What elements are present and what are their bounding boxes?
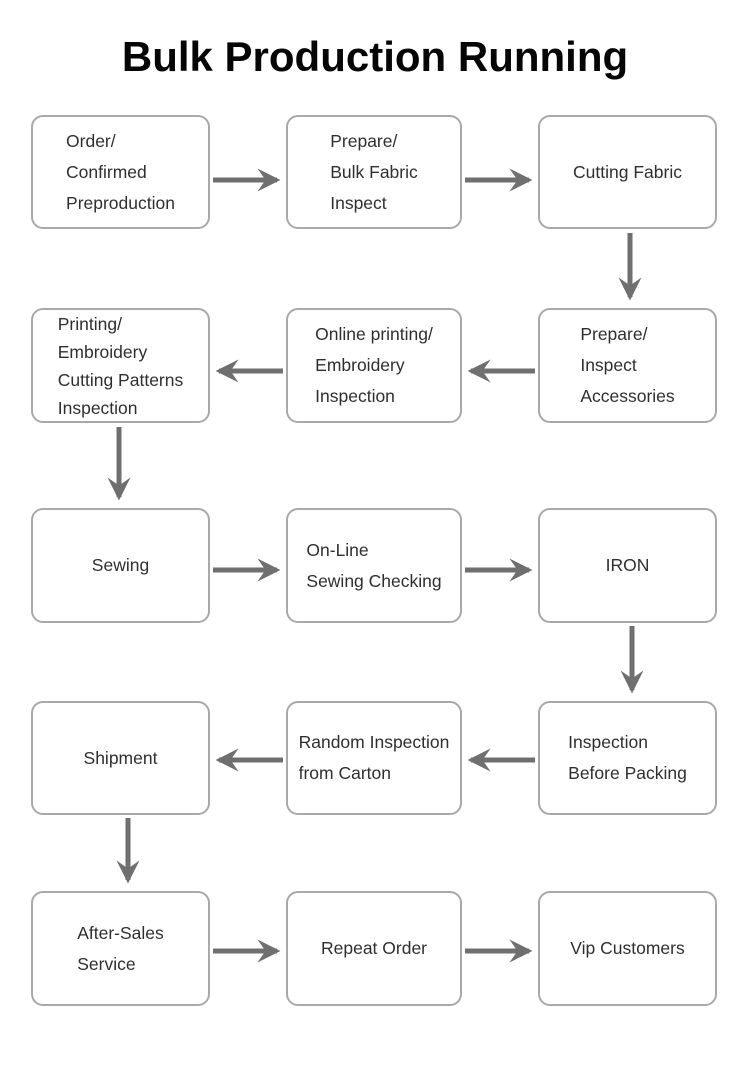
node-repeat-order: Repeat Order [286, 891, 462, 1006]
node-line: Inspect [330, 192, 387, 213]
node-line: Printing/ [57, 313, 122, 334]
node-cutting-fabric: Cutting Fabric [538, 115, 717, 229]
node-line: Before Packing [568, 763, 687, 783]
node-inspection-before-packing: Inspection Before Packing [538, 701, 717, 815]
node-line: After-Sales [77, 922, 164, 943]
node-line: Bulk Fabric [330, 161, 418, 182]
node-random-inspection-from-carton: Random Inspection from Carton [286, 701, 462, 815]
node-line: Sewing [91, 555, 150, 575]
node-line: Vip Customers [570, 938, 685, 958]
node-vip-customers: Vip Customers [538, 891, 717, 1006]
node-line: Order/ [66, 130, 116, 151]
node-shipment: Shipment [31, 701, 210, 815]
node-line: Prepare/ [330, 130, 398, 151]
node-line: Online printing/ [315, 324, 433, 344]
node-line: Random Inspection [298, 732, 450, 752]
node-line: Inspection [568, 732, 648, 752]
node-line: Cutting Patterns [57, 369, 184, 390]
node-prepare-bulk-fabric-inspect: Prepare/ Bulk Fabric Inspect [286, 115, 462, 229]
node-line: Inspect [580, 355, 637, 375]
node-sewing: Sewing [31, 508, 210, 623]
node-line: IRON [605, 555, 650, 575]
node-line: On-Line [306, 539, 369, 560]
node-line: Inspection [315, 386, 395, 406]
node-line: Inspection [57, 397, 138, 418]
page-title: Bulk Production Running [121, 33, 629, 80]
node-after-sales-service: After-Sales Service [31, 891, 210, 1006]
node-line: Embroidery [57, 341, 148, 362]
node-line: Service [77, 953, 136, 974]
node-line: Cutting Fabric [573, 161, 682, 182]
node-printing-embroidery-cutting-patterns-inspection: Printing/ Embroidery Cutting Patterns In… [31, 308, 210, 423]
node-line: Confirmed [66, 161, 147, 182]
node-order-confirmed-preproduction: Order/ Confirmed Preproduction [31, 115, 210, 229]
node-line: Shipment [83, 747, 158, 768]
node-online-printing-embroidery-inspection: Online printing/ Embroidery Inspection [286, 308, 462, 423]
node-prepare-inspect-accessories: Prepare/ Inspect Accessories [538, 308, 717, 423]
node-line: Preproduction [66, 192, 175, 213]
node-iron: IRON [538, 508, 717, 623]
node-line: Sewing Checking [306, 570, 442, 591]
node-line: Embroidery [315, 355, 405, 375]
node-on-line-sewing-checking: On-Line Sewing Checking [286, 508, 462, 623]
node-line: Prepare/ [580, 324, 648, 344]
node-line: from Carton [298, 763, 391, 783]
node-line: Accessories [580, 386, 675, 406]
node-line: Repeat Order [320, 938, 428, 958]
